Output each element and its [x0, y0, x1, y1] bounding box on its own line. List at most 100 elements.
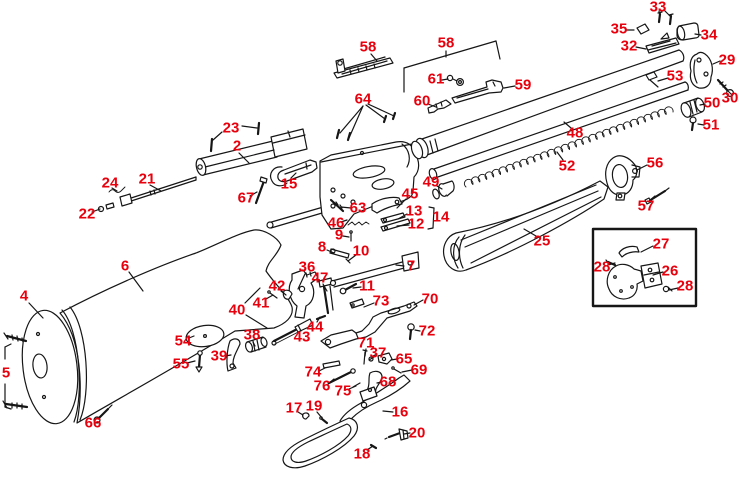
part-label-61[interactable]: 61: [427, 70, 445, 88]
part-label-72[interactable]: 72: [418, 322, 436, 340]
part-label-52[interactable]: 52: [558, 157, 576, 175]
part-label-64[interactable]: 64: [354, 90, 372, 108]
part-label-27[interactable]: 27: [652, 235, 670, 253]
part-label-25[interactable]: 25: [533, 232, 551, 250]
part-label-44[interactable]: 44: [306, 318, 324, 336]
part-label-4[interactable]: 4: [19, 287, 29, 305]
part-label-37[interactable]: 37: [369, 344, 387, 362]
leader-line-14: [432, 207, 435, 229]
part-label-40[interactable]: 40: [228, 301, 246, 319]
part-label-59[interactable]: 59: [514, 76, 532, 94]
part-label-67[interactable]: 67: [237, 189, 255, 207]
part-label-9[interactable]: 9: [334, 226, 344, 244]
leader-line-15: [290, 172, 297, 179]
leader-line-28: [607, 262, 616, 266]
part-label-68[interactable]: 68: [379, 373, 397, 391]
leader-line-59: [503, 85, 516, 89]
leader-line-21: [149, 184, 162, 192]
part-label-35[interactable]: 35: [610, 20, 628, 38]
part-label-23[interactable]: 23: [222, 119, 240, 137]
part-label-19[interactable]: 19: [305, 397, 323, 415]
part-label-71[interactable]: 71: [357, 334, 375, 352]
part-label-28[interactable]: 28: [676, 277, 694, 295]
part-label-6[interactable]: 6: [120, 257, 130, 275]
part-label-34[interactable]: 34: [700, 26, 718, 44]
part-label-14[interactable]: 14: [432, 208, 450, 226]
part-label-2[interactable]: 2: [232, 137, 242, 155]
part-label-43[interactable]: 43: [293, 328, 311, 346]
part-label-22[interactable]: 22: [78, 205, 96, 223]
part-label-13[interactable]: 13: [405, 202, 423, 220]
part-label-38[interactable]: 38: [243, 326, 261, 344]
part-label-5[interactable]: 5: [1, 364, 11, 382]
trigger-plate-group-drawing: [320, 298, 418, 398]
part-label-46[interactable]: 46: [327, 214, 345, 232]
part-label-69[interactable]: 69: [410, 361, 428, 379]
part-label-57[interactable]: 57: [637, 197, 655, 215]
part-label-48[interactable]: 48: [566, 124, 584, 142]
leader-line-22: [91, 208, 101, 213]
leader-line-4: [28, 302, 44, 319]
part-label-50[interactable]: 50: [703, 94, 721, 112]
part-label-18[interactable]: 18: [353, 445, 371, 463]
part-label-42[interactable]: 42: [268, 277, 286, 295]
part-label-39[interactable]: 39: [210, 347, 228, 365]
part-label-12[interactable]: 12: [407, 215, 425, 233]
part-label-56[interactable]: 56: [646, 154, 664, 172]
part-label-49[interactable]: 49: [422, 173, 440, 191]
part-label-30[interactable]: 30: [721, 89, 739, 107]
part-label-47[interactable]: 47: [311, 269, 329, 287]
part-label-74[interactable]: 74: [304, 363, 322, 381]
part-label-55[interactable]: 55: [172, 355, 190, 373]
leader-line-48: [563, 121, 572, 129]
leader-line-23: [241, 125, 258, 129]
leader-line-47: [322, 283, 328, 292]
part-label-21[interactable]: 21: [138, 170, 156, 188]
part-label-32[interactable]: 32: [620, 37, 638, 55]
part-label-8[interactable]: 8: [317, 238, 327, 256]
part-label-51[interactable]: 51: [702, 116, 720, 134]
part-label-70[interactable]: 70: [421, 290, 439, 308]
inset-box-drawing: [591, 227, 698, 308]
leader-line-39: [224, 354, 232, 357]
part-label-41[interactable]: 41: [252, 294, 270, 312]
part-label-65[interactable]: 65: [395, 350, 413, 368]
leader-line-14: [427, 227, 434, 230]
part-label-75[interactable]: 75: [334, 382, 352, 400]
part-label-53[interactable]: 53: [666, 67, 684, 85]
part-label-29[interactable]: 29: [718, 51, 736, 69]
leader-line-19: [316, 411, 323, 419]
leader-line-68: [376, 381, 383, 384]
leader-line-58: [495, 40, 501, 60]
part-label-63[interactable]: 63: [349, 199, 367, 217]
part-label-28[interactable]: 28: [593, 258, 611, 276]
part-label-58[interactable]: 58: [437, 34, 455, 52]
part-label-76[interactable]: 76: [313, 377, 331, 395]
part-label-36[interactable]: 36: [298, 258, 316, 276]
part-label-20[interactable]: 20: [408, 424, 426, 442]
part-label-58[interactable]: 58: [359, 38, 377, 56]
forearm-drawing: [442, 180, 609, 272]
part-label-7[interactable]: 7: [406, 257, 416, 275]
leader-line-2: [238, 152, 250, 164]
part-label-26[interactable]: 26: [661, 262, 679, 280]
leader-line-40: [245, 314, 268, 329]
bolt-drawing: [254, 159, 318, 205]
leader-line-54: [188, 335, 195, 339]
leader-line-53: [657, 77, 669, 82]
part-label-24[interactable]: 24: [101, 174, 119, 192]
part-label-66[interactable]: 66: [84, 414, 102, 432]
part-label-16[interactable]: 16: [391, 403, 409, 421]
leader-line-33: [663, 9, 672, 18]
part-label-15[interactable]: 15: [280, 175, 298, 193]
part-label-54[interactable]: 54: [174, 332, 192, 350]
part-label-10[interactable]: 10: [352, 242, 370, 260]
part-label-45[interactable]: 45: [401, 185, 419, 203]
part-label-73[interactable]: 73: [372, 292, 390, 310]
part-label-11[interactable]: 11: [359, 277, 375, 295]
part-label-33[interactable]: 33: [649, 0, 667, 16]
part-label-60[interactable]: 60: [413, 92, 431, 110]
part-label-17[interactable]: 17: [285, 399, 303, 417]
